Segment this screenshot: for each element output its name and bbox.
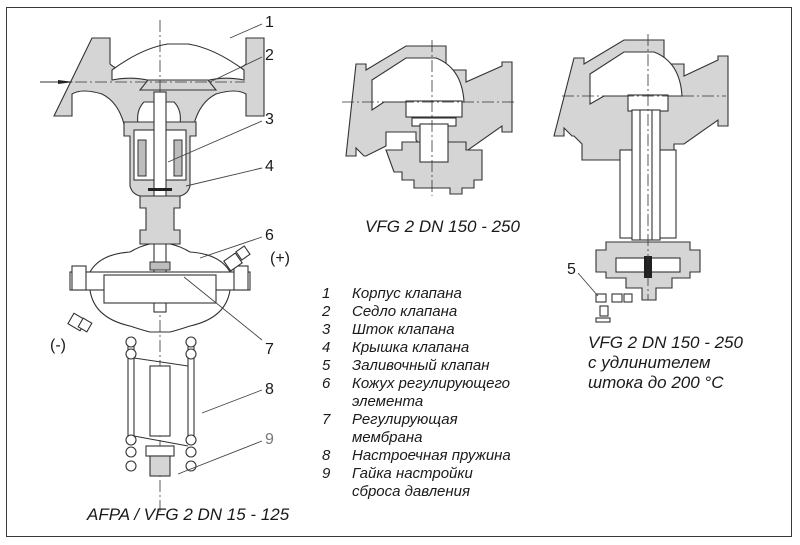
callout-9: 9 xyxy=(265,431,274,448)
legend-number: 6 xyxy=(322,375,331,392)
legend-number: 5 xyxy=(322,357,331,374)
left-valve-body xyxy=(40,20,265,515)
left-valve-bonnet xyxy=(123,91,197,313)
legend-item: 6 Кожух регулирующего элемента xyxy=(322,375,511,411)
parts-legend: 1 Корпус клапана 2 Седло клапана 3 Шток кла… xyxy=(322,285,511,501)
legend-number: 2 xyxy=(322,303,331,320)
legend-text: Крышка клапана xyxy=(352,339,470,356)
legend-text: Кожух регулирующего элемента xyxy=(352,375,511,410)
callout-4: 4 xyxy=(265,158,274,175)
left-valve-assembly xyxy=(40,20,265,515)
leader-line-7 xyxy=(183,276,263,341)
legend-text: Седло клапана xyxy=(352,303,458,320)
legend-item: 2 Седло клапана xyxy=(322,303,511,321)
legend-item: 4 Крышка клапана xyxy=(322,339,511,357)
callout-8: 8 xyxy=(265,381,274,398)
legend-item: 3 Шток клапана xyxy=(322,321,511,339)
left-diaphragm-housing xyxy=(67,243,251,333)
callout-6: 6 xyxy=(265,227,274,244)
callout-2: 2 xyxy=(265,47,274,64)
right-caption-line: с удлинителем xyxy=(588,353,711,372)
legend-item: 5 Заливочный клапан xyxy=(322,357,511,375)
legend-text: Настроечная пружина xyxy=(352,447,511,464)
leader-line-4 xyxy=(185,167,263,187)
leader-line-5 xyxy=(577,272,599,297)
legend-number: 7 xyxy=(322,411,331,428)
legend-number: 1 xyxy=(322,285,331,302)
legend-item: 1 Корпус клапана xyxy=(322,285,511,303)
callout-1: 1 xyxy=(265,14,274,31)
leader-line-8 xyxy=(201,389,263,414)
leader-line-2 xyxy=(209,56,263,83)
legend-item: 8 Настроечная пружина xyxy=(322,447,511,465)
legend-number: 3 xyxy=(322,321,331,338)
callout-minus: (-) xyxy=(50,337,66,354)
plus-connector xyxy=(223,245,251,272)
middle-valve-assembly xyxy=(342,40,514,196)
legend-number: 4 xyxy=(322,339,331,356)
right-caption: VFG 2 DN 150 - 250 с удлинителем штока д… xyxy=(588,333,743,393)
legend-text: Заливочный клапан xyxy=(352,357,490,374)
diagram-frame xyxy=(6,7,792,537)
callout-3: 3 xyxy=(265,111,274,128)
legend-number: 8 xyxy=(322,447,331,464)
minus-connector xyxy=(67,312,93,333)
callout-5: 5 xyxy=(567,261,576,278)
legend-text: Гайка настройки сброса давления xyxy=(352,465,473,500)
middle-caption: VFG 2 DN 150 - 250 xyxy=(365,217,520,236)
right-caption-line: VFG 2 DN 150 - 250 xyxy=(588,333,743,352)
legend-text: Регулирующая мембрана xyxy=(352,411,458,446)
legend-text: Шток клапана xyxy=(352,321,455,338)
right-valve-assembly xyxy=(553,34,729,323)
left-spring-assembly xyxy=(125,336,197,477)
callout-7: 7 xyxy=(265,341,274,358)
leader-line-9 xyxy=(177,440,263,475)
legend-number: 9 xyxy=(322,465,331,482)
right-caption-line: штока до 200 °C xyxy=(588,373,724,392)
callout-plus: (+) xyxy=(270,250,290,267)
fill-valve xyxy=(595,293,633,323)
leader-line-3 xyxy=(167,120,263,163)
legend-item: 9 Гайка настройки сброса давления xyxy=(322,465,511,501)
leader-line-6 xyxy=(199,236,263,259)
leader-line-1 xyxy=(229,23,263,39)
left-caption: AFPA / VFG 2 DN 15 - 125 xyxy=(87,505,290,524)
flow-arrow-icon xyxy=(58,80,74,84)
legend-text: Корпус клапана xyxy=(352,285,462,302)
legend-item: 7 Регулирующая мембрана xyxy=(322,411,511,447)
